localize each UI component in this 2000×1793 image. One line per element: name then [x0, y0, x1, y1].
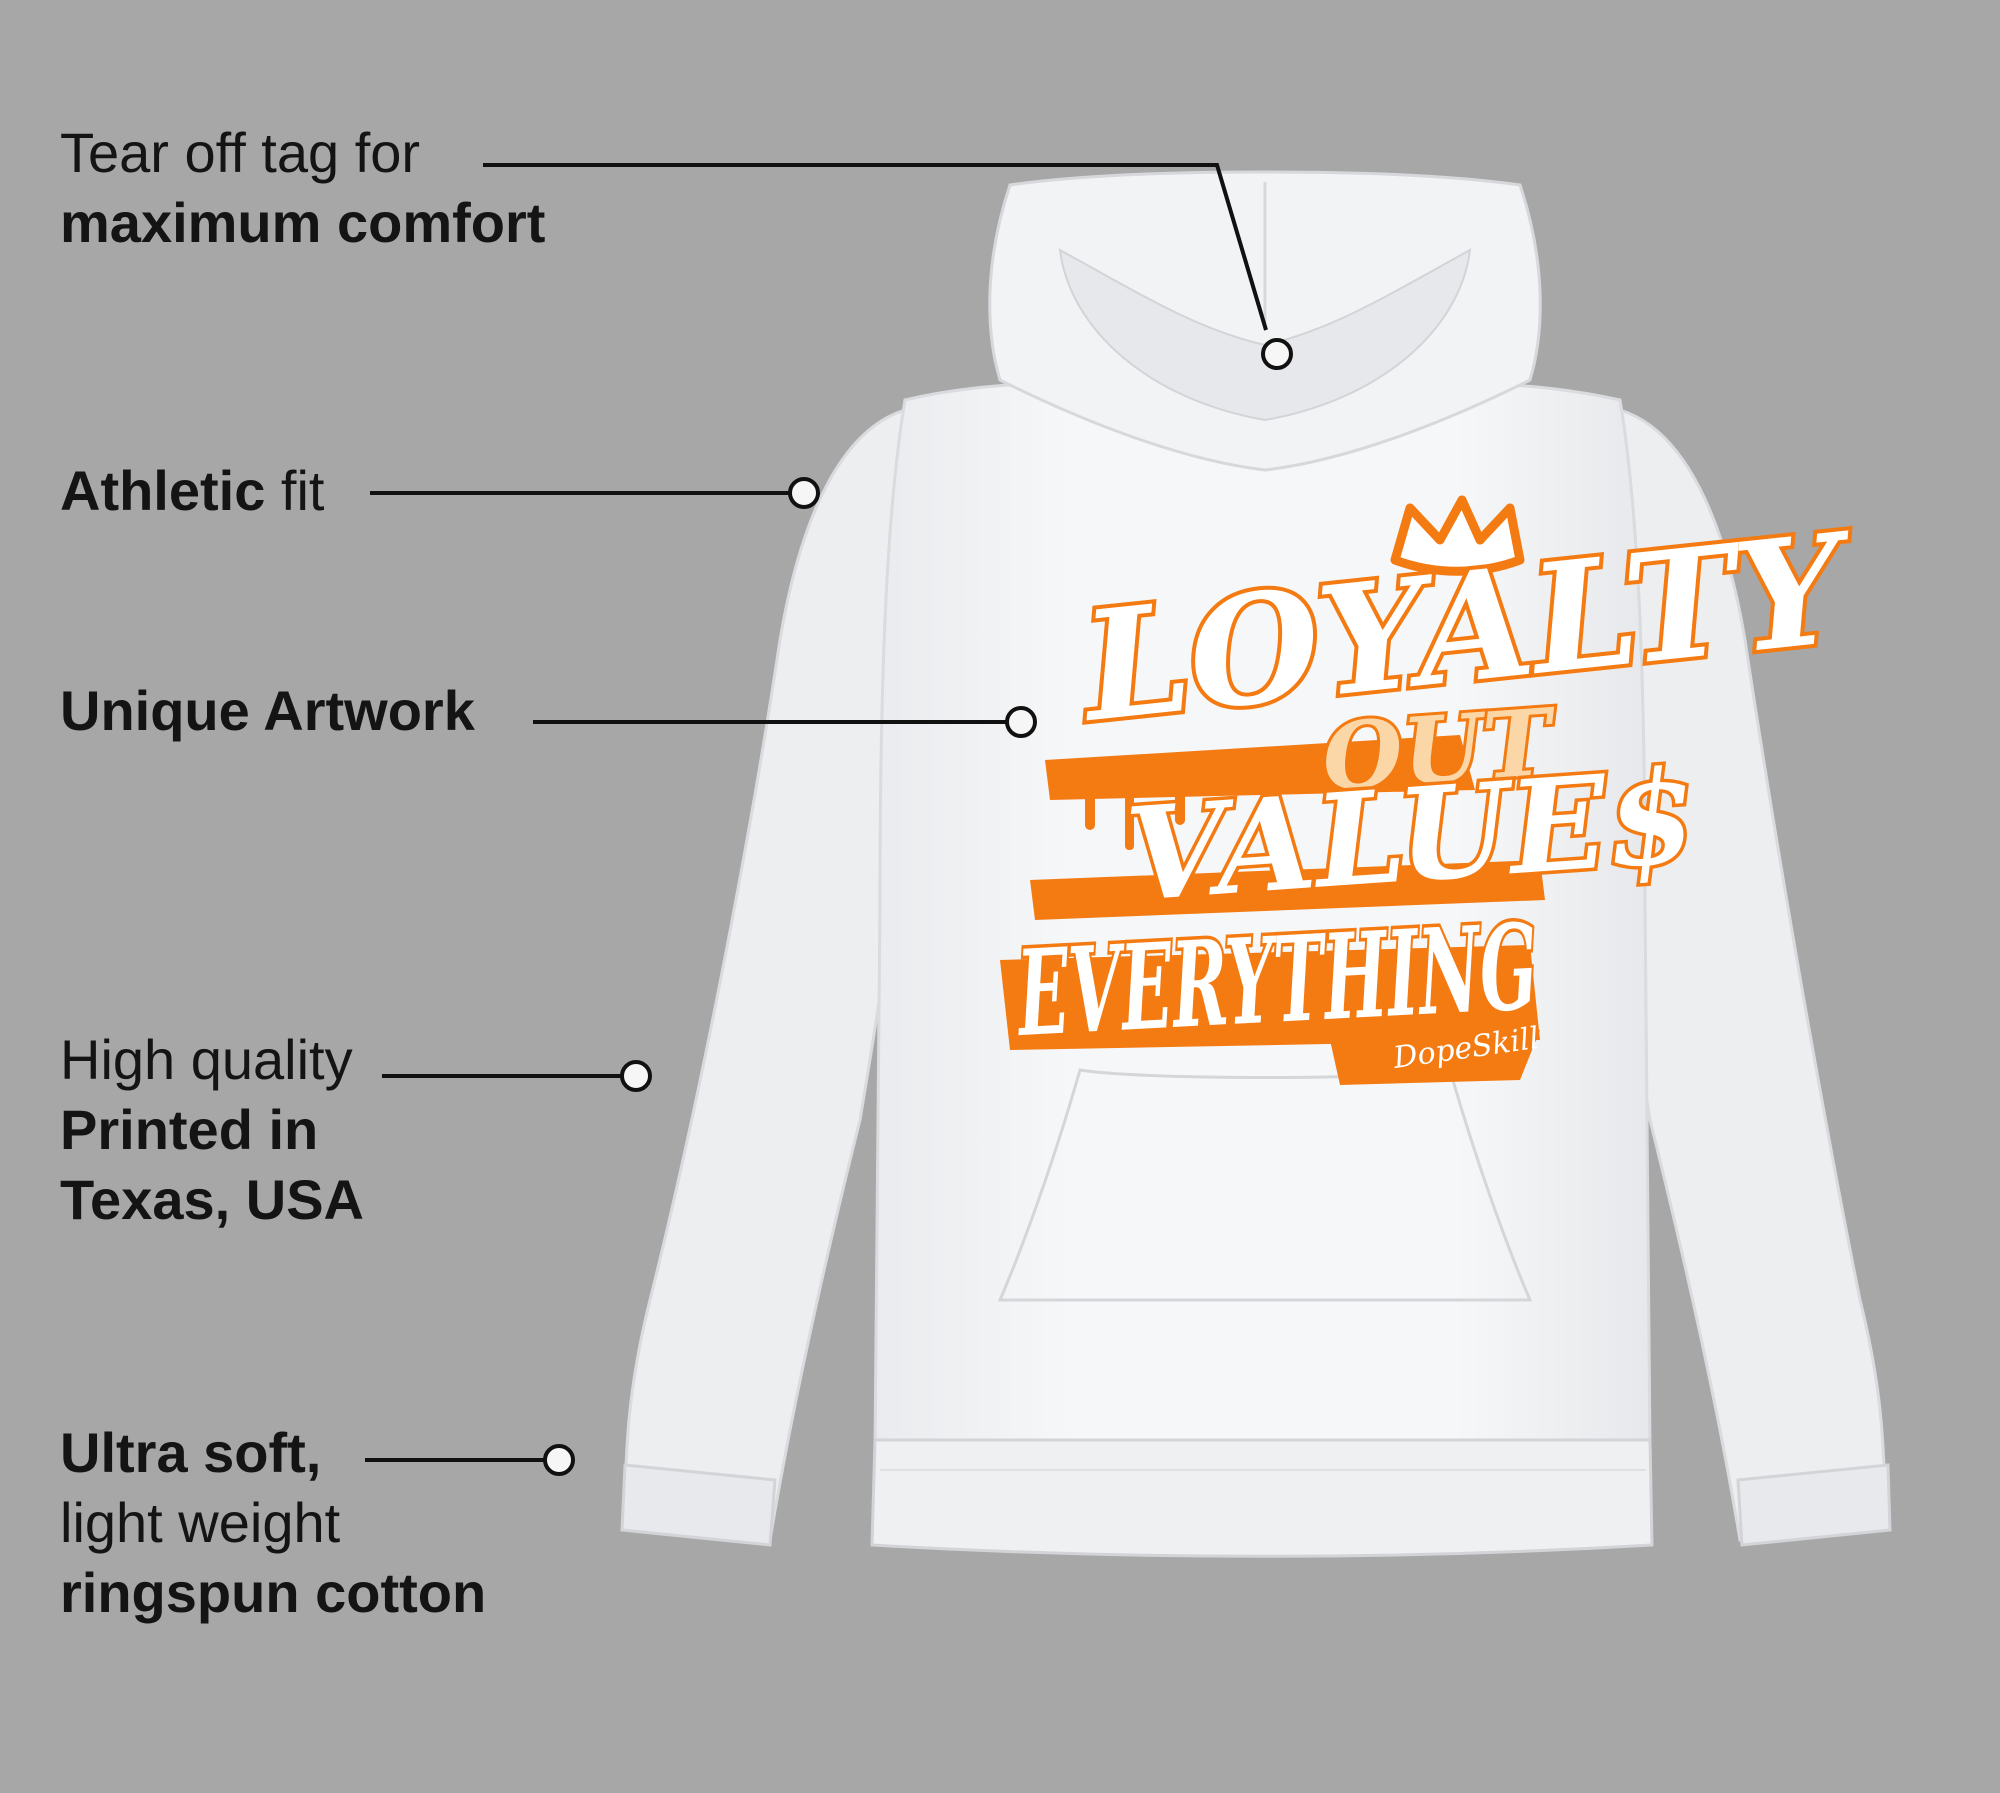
feature-text: Printed in [60, 1098, 319, 1161]
feature-ringspun-cotton: Ultra soft, light weight ringspun cotton [60, 1418, 486, 1628]
feature-text: Unique Artwork [60, 679, 475, 742]
feature-printed-in-texas: High quality Printed in Texas, USA [60, 1025, 364, 1235]
feature-tear-off-tag: Tear off tag for maximum comfort [60, 118, 545, 258]
brush-stroke [1000, 945, 1540, 1050]
callout-dot-tag [1261, 338, 1293, 370]
brush-stroke [1045, 735, 1475, 800]
artwork-word-out: OUT [1319, 688, 1561, 812]
feature-athletic-fit: Athletic fit [60, 456, 324, 526]
right-cuff [1736, 1463, 1892, 1547]
hood-opening [1058, 248, 1472, 422]
feature-text: Texas, USA [60, 1168, 364, 1231]
artwork-word-everything: EVERYTHING [1012, 897, 1540, 1063]
callout-dot-artwork [1005, 706, 1037, 738]
callout-dot-print [620, 1060, 652, 1092]
feature-text: ringspun cotton [60, 1561, 487, 1624]
callout-line-tag [483, 163, 1268, 331]
callout-dot-fit [788, 477, 820, 509]
feature-text: Tear off tag for [60, 121, 421, 184]
kangaroo-pocket [997, 1068, 1533, 1302]
left-cuff [620, 1463, 777, 1547]
feature-text: Athletic [60, 459, 266, 522]
feature-text: High quality [60, 1028, 353, 1091]
feature-text: Ultra soft, [60, 1421, 322, 1484]
feature-text: light weight [60, 1491, 341, 1554]
callout-dot-cotton [543, 1444, 575, 1476]
feature-text: maximum comfort [60, 191, 546, 254]
left-sleeve [623, 407, 907, 1542]
brush-stroke [1330, 1030, 1540, 1085]
crown-icon [1390, 495, 1525, 576]
brush-stroke [1030, 860, 1545, 920]
feature-unique-artwork: Unique Artwork [60, 676, 475, 746]
feature-text: fit [265, 459, 325, 522]
